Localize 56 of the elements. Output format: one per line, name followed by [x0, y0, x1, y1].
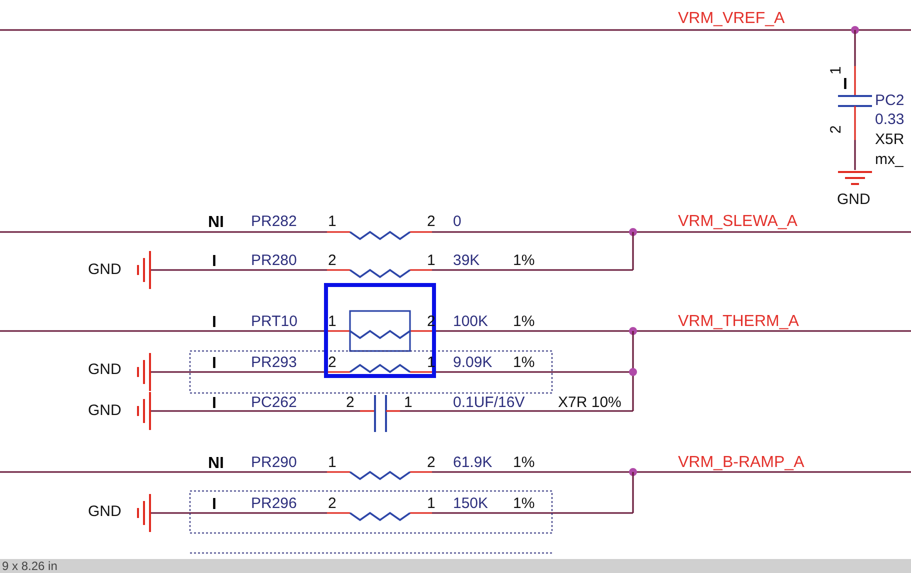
net-label: VRM_VREF_A [678, 10, 785, 27]
ground-label: GND [88, 503, 122, 520]
pin-number: 2 [427, 454, 436, 471]
pin-number: 2 [328, 495, 336, 512]
part-tolerance: 1% [513, 313, 535, 330]
pin-number: 2 [328, 354, 336, 371]
ground-label: X5R [875, 131, 904, 148]
pin-number: 2 [427, 213, 436, 230]
part-designator: PR296 [251, 495, 297, 512]
part-tolerance: X7R 10% [558, 394, 622, 411]
part-designator: PRT10 [251, 313, 298, 330]
net-label: VRM_THERM_A [678, 313, 799, 330]
install-mark: NI [208, 214, 224, 231]
part-designator: PR280 [251, 252, 297, 269]
part-designator: PC2 [875, 92, 904, 109]
ground-label: GND [88, 402, 122, 419]
part-value: 61.9K [453, 454, 492, 471]
part-tolerance: 1% [513, 495, 535, 512]
install-mark: I [212, 496, 216, 513]
pin-number: 1 [328, 313, 336, 330]
part-tolerance: 1% [513, 454, 535, 471]
pin-number: 1 [328, 213, 336, 230]
ground-label: GND [88, 261, 122, 278]
pin-number: 1 [404, 394, 412, 411]
install-mark: I [843, 76, 848, 93]
pin-number: 1 [427, 252, 436, 269]
net-label: VRM_B-RAMP_A [678, 454, 804, 471]
pin-number: 2 [828, 125, 845, 134]
install-mark: I [212, 395, 216, 412]
pin-number: 2 [328, 252, 336, 269]
part-designator: PC262 [251, 394, 297, 411]
part-value: 100K [453, 313, 488, 330]
part-designator: PR290 [251, 454, 297, 471]
ground-label: GND [837, 191, 870, 208]
ground-label: GND [88, 361, 122, 378]
install-mark: I [212, 355, 216, 372]
part-value: 0.33 [875, 111, 904, 128]
net-label: VRM_SLEWA_A [678, 213, 798, 230]
part-tolerance: 1% [513, 354, 535, 371]
pin-number: 1 [427, 495, 436, 512]
pin-number: 2 [346, 394, 354, 411]
install-mark: I [212, 253, 216, 270]
part-value: 0.1UF/16V [453, 394, 525, 411]
part-value: 39K [453, 252, 480, 269]
part-value: 0 [453, 213, 462, 230]
status-text: 9 x 8.26 in [2, 560, 58, 572]
install-mark: I [212, 314, 216, 331]
part-value: 9.09K [453, 354, 492, 371]
part-designator: PR282 [251, 213, 297, 230]
part-designator: PR293 [251, 354, 297, 371]
install-mark: NI [208, 455, 224, 472]
ground-label: mx_ [875, 151, 904, 168]
pin-number: 1 [328, 454, 336, 471]
part-tolerance: 1% [513, 252, 535, 269]
pin-number: 1 [828, 66, 845, 75]
part-value: 150K [453, 495, 488, 512]
